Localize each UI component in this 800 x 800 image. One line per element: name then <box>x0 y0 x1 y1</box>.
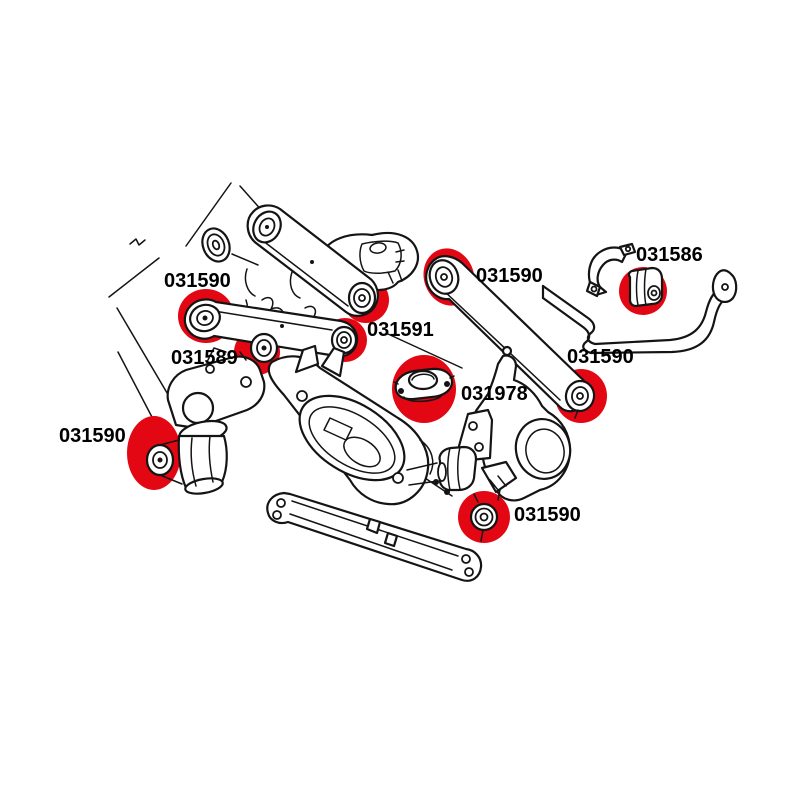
part-number-label: 031590 <box>476 265 543 287</box>
upper-camber-arm <box>246 204 379 317</box>
small-bushing-upper-left <box>201 227 231 263</box>
part-number-label: 031590 <box>59 425 126 447</box>
stabilizer-bushing <box>627 266 664 308</box>
toe-link-arm <box>183 298 359 358</box>
trailing-arm <box>266 491 483 582</box>
knuckle-lower-bushing <box>469 502 499 542</box>
part-number-label: 031591 <box>367 319 434 341</box>
floating-barrel-bushing <box>406 445 478 492</box>
shock-top-mount <box>393 367 455 403</box>
upper-link-right <box>425 255 596 419</box>
part-number-label: 031590 <box>164 270 231 292</box>
part-number-label: 031586 <box>636 244 703 266</box>
stabilizer-bar <box>541 269 738 355</box>
part-number-label: 031589 <box>171 347 238 369</box>
part-number-label: 031590 <box>567 346 634 368</box>
part-number-label: 031978 <box>461 383 528 405</box>
stabilizer-clamp-bracket <box>585 242 637 298</box>
front-bracket-left <box>145 347 266 495</box>
lower-control-arm <box>249 332 450 506</box>
wheel-knuckle <box>457 345 572 503</box>
part-number-label: 031590 <box>514 504 581 526</box>
